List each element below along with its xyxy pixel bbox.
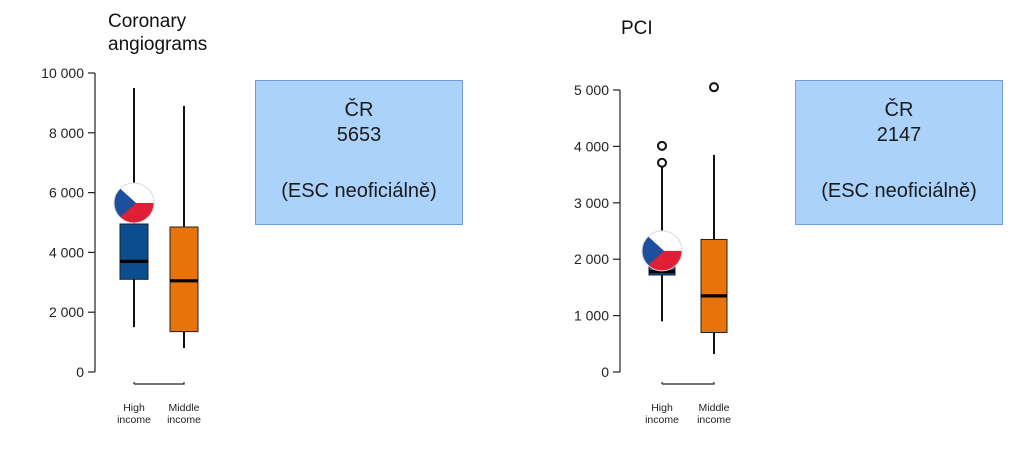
y-tick-label: 1 000 — [574, 308, 609, 324]
y-tick-label: 0 — [601, 364, 609, 380]
chart-title-line: Coronary — [108, 11, 187, 32]
x-category-label: income — [645, 414, 679, 426]
callout-value: 5653 — [336, 124, 382, 146]
flag-blue-triangle — [114, 182, 136, 223]
box-iqr — [119, 223, 149, 280]
outlier-point — [657, 157, 667, 168]
y-tick-label: 8 000 — [49, 125, 84, 141]
x-axis-bracket — [661, 382, 715, 385]
chart-title: Coronary angiograms — [108, 10, 207, 56]
flag-clip-group — [642, 230, 682, 271]
y-tick-label: 4 000 — [574, 138, 609, 154]
chart-title: PCI — [621, 17, 653, 40]
flag-blue-triangle — [642, 230, 664, 271]
flag-outline — [113, 182, 155, 224]
y-tick-label: 3 000 — [574, 195, 609, 211]
y-tick-label: 5 000 — [574, 82, 609, 98]
callout-country: ČR — [884, 99, 914, 121]
outlier-point — [709, 82, 719, 93]
czech-flag-icon — [113, 182, 155, 224]
flag-clip-group — [114, 182, 154, 223]
chart-title-line: PCI — [621, 18, 653, 39]
x-category-label: income — [167, 414, 201, 426]
x-axis-bracket — [133, 382, 185, 385]
y-tick-label: 10 000 — [41, 65, 84, 81]
box-iqr — [700, 238, 728, 334]
chart-title-line: angiograms — [108, 34, 208, 55]
czech-flag-icon — [641, 230, 683, 272]
flag-outline — [641, 230, 683, 272]
callout-value: 2147 — [876, 124, 922, 146]
x-category-label: High — [651, 402, 673, 414]
x-category-label: Middle — [699, 402, 730, 414]
y-tick-label: 0 — [76, 364, 84, 380]
callout-note: (ESC neoficiálně) — [281, 180, 437, 202]
callout-note: (ESC neoficiálně) — [821, 180, 977, 202]
y-tick-label: 6 000 — [49, 185, 84, 201]
y-tick-label: 4 000 — [49, 244, 84, 260]
y-tick-label: 2 000 — [49, 304, 84, 320]
y-tick-label: 2 000 — [574, 251, 609, 267]
x-category-label: income — [117, 414, 151, 426]
cr-callout: ČR 2147 (ESC neoficiálně) — [795, 80, 1003, 225]
x-category-label: income — [697, 414, 731, 426]
callout-country: ČR — [344, 99, 374, 121]
cr-callout: ČR 5653 (ESC neoficiálně) — [255, 80, 463, 225]
outlier-point — [657, 140, 667, 151]
x-category-label: Middle — [169, 402, 200, 414]
x-category-label: High — [123, 402, 145, 414]
